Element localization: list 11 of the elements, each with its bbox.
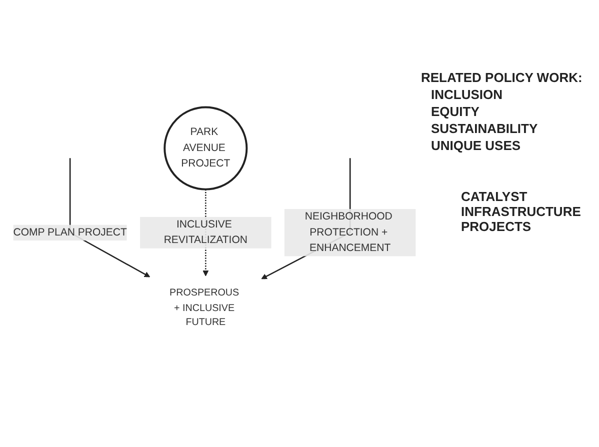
- list-heading: RELATED POLICY WORK:: [421, 70, 584, 85]
- edge-label: COMP PLAN PROJECT: [13, 226, 127, 238]
- note-text: INCLUSION: [430, 87, 504, 102]
- node-circle: PARK AVENUE PROJECT: [164, 106, 248, 190]
- node-text: PROSPEROUS + INCLUSIVE FUTURE: [170, 287, 240, 328]
- note-text: CATALYST INFRASTRUCTURE PROJECTS: [460, 189, 582, 234]
- edge-label: NEIGHBORHOOD PROTECTION + ENHANCEMENT: [304, 210, 392, 254]
- note-text: EQUITY: [430, 104, 480, 119]
- edge-label: INCLUSIVE REVITALIZATION: [164, 218, 248, 246]
- note-text: SUSTAINABILITY: [430, 121, 539, 136]
- note-text: UNIQUE USES: [430, 138, 522, 153]
